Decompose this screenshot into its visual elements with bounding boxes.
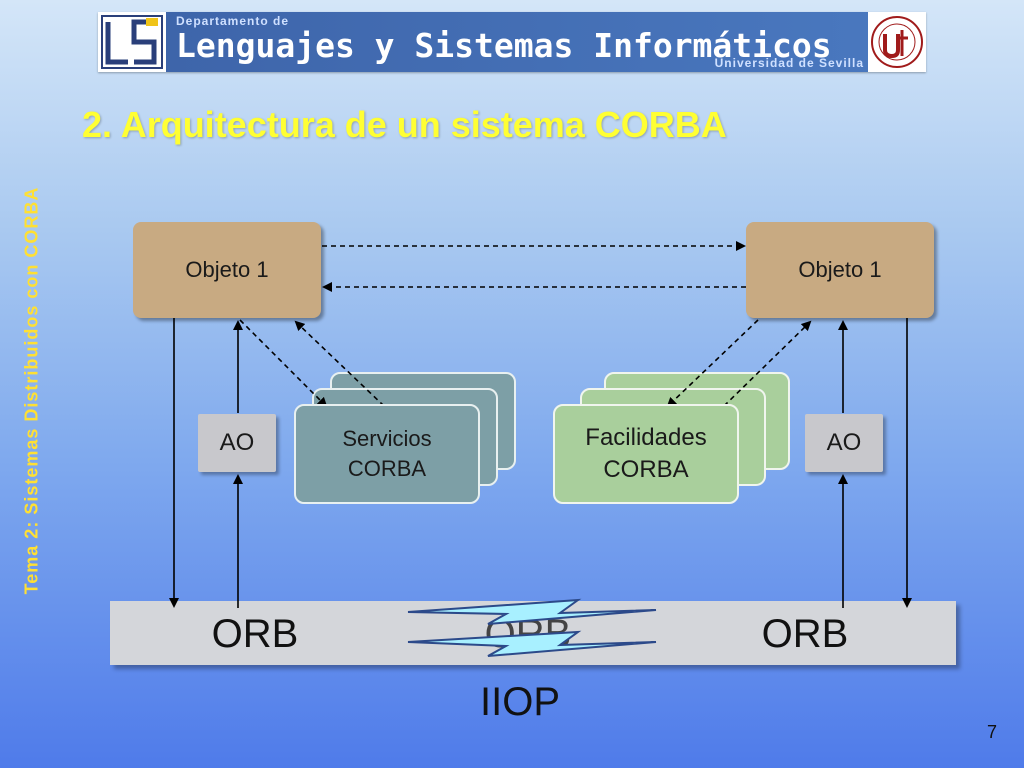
department-name: Lenguajes y Sistemas Informáticos [176, 26, 832, 65]
facilities-box: Facilidades CORBA [553, 404, 739, 504]
iiop-label: IIOP [480, 680, 561, 724]
object-right-box: Objeto 1 [746, 222, 934, 318]
department-banner: Departamento de Lenguajes y Sistemas Inf… [98, 12, 926, 72]
facilities-line2: CORBA [603, 456, 689, 483]
slide-title: 2. Arquitectura de un sistema CORBA [82, 104, 727, 145]
services-box: Servicios CORBA [294, 404, 480, 504]
department-label: Departamento de [176, 14, 290, 28]
iiop-bolt-lower [407, 630, 657, 657]
department-logo [98, 12, 166, 72]
services-line1: Servicios [342, 426, 432, 451]
university-name: Universidad de Sevilla [714, 56, 864, 70]
services-line2: CORBA [347, 456, 427, 481]
iiop-bolt-upper [407, 598, 657, 625]
orb-right-label: ORB [761, 611, 849, 656]
orb-left-label: ORB [211, 611, 299, 656]
facilities-line1: Facilidades [585, 424, 707, 451]
object-left-box: Objeto 1 [133, 222, 321, 318]
ao-right-box: AO [805, 414, 883, 472]
university-seal [868, 12, 926, 72]
page-number: 7 [987, 722, 998, 742]
ao-left-box: AO [198, 414, 276, 472]
